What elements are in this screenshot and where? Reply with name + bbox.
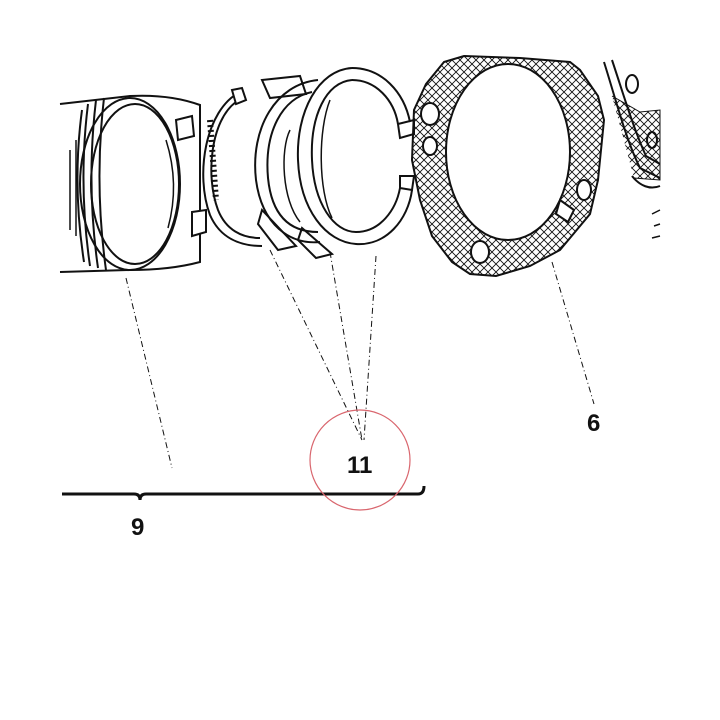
- cylinder-partial: [603, 59, 661, 239]
- compression-ring-1: [296, 67, 416, 260]
- piston: [59, 94, 207, 273]
- leader-lines: [125, 249, 595, 469]
- oil-control-ring: [202, 86, 263, 247]
- callout-label-9: 9: [131, 514, 145, 541]
- callout-label-6: 6: [587, 410, 601, 437]
- group-bracket: [62, 485, 426, 501]
- compression-ring-2: [254, 74, 321, 252]
- callout-label-11: 11: [347, 452, 373, 479]
- highlight-circle: [309, 409, 411, 511]
- cylinder-gasket: [410, 54, 606, 278]
